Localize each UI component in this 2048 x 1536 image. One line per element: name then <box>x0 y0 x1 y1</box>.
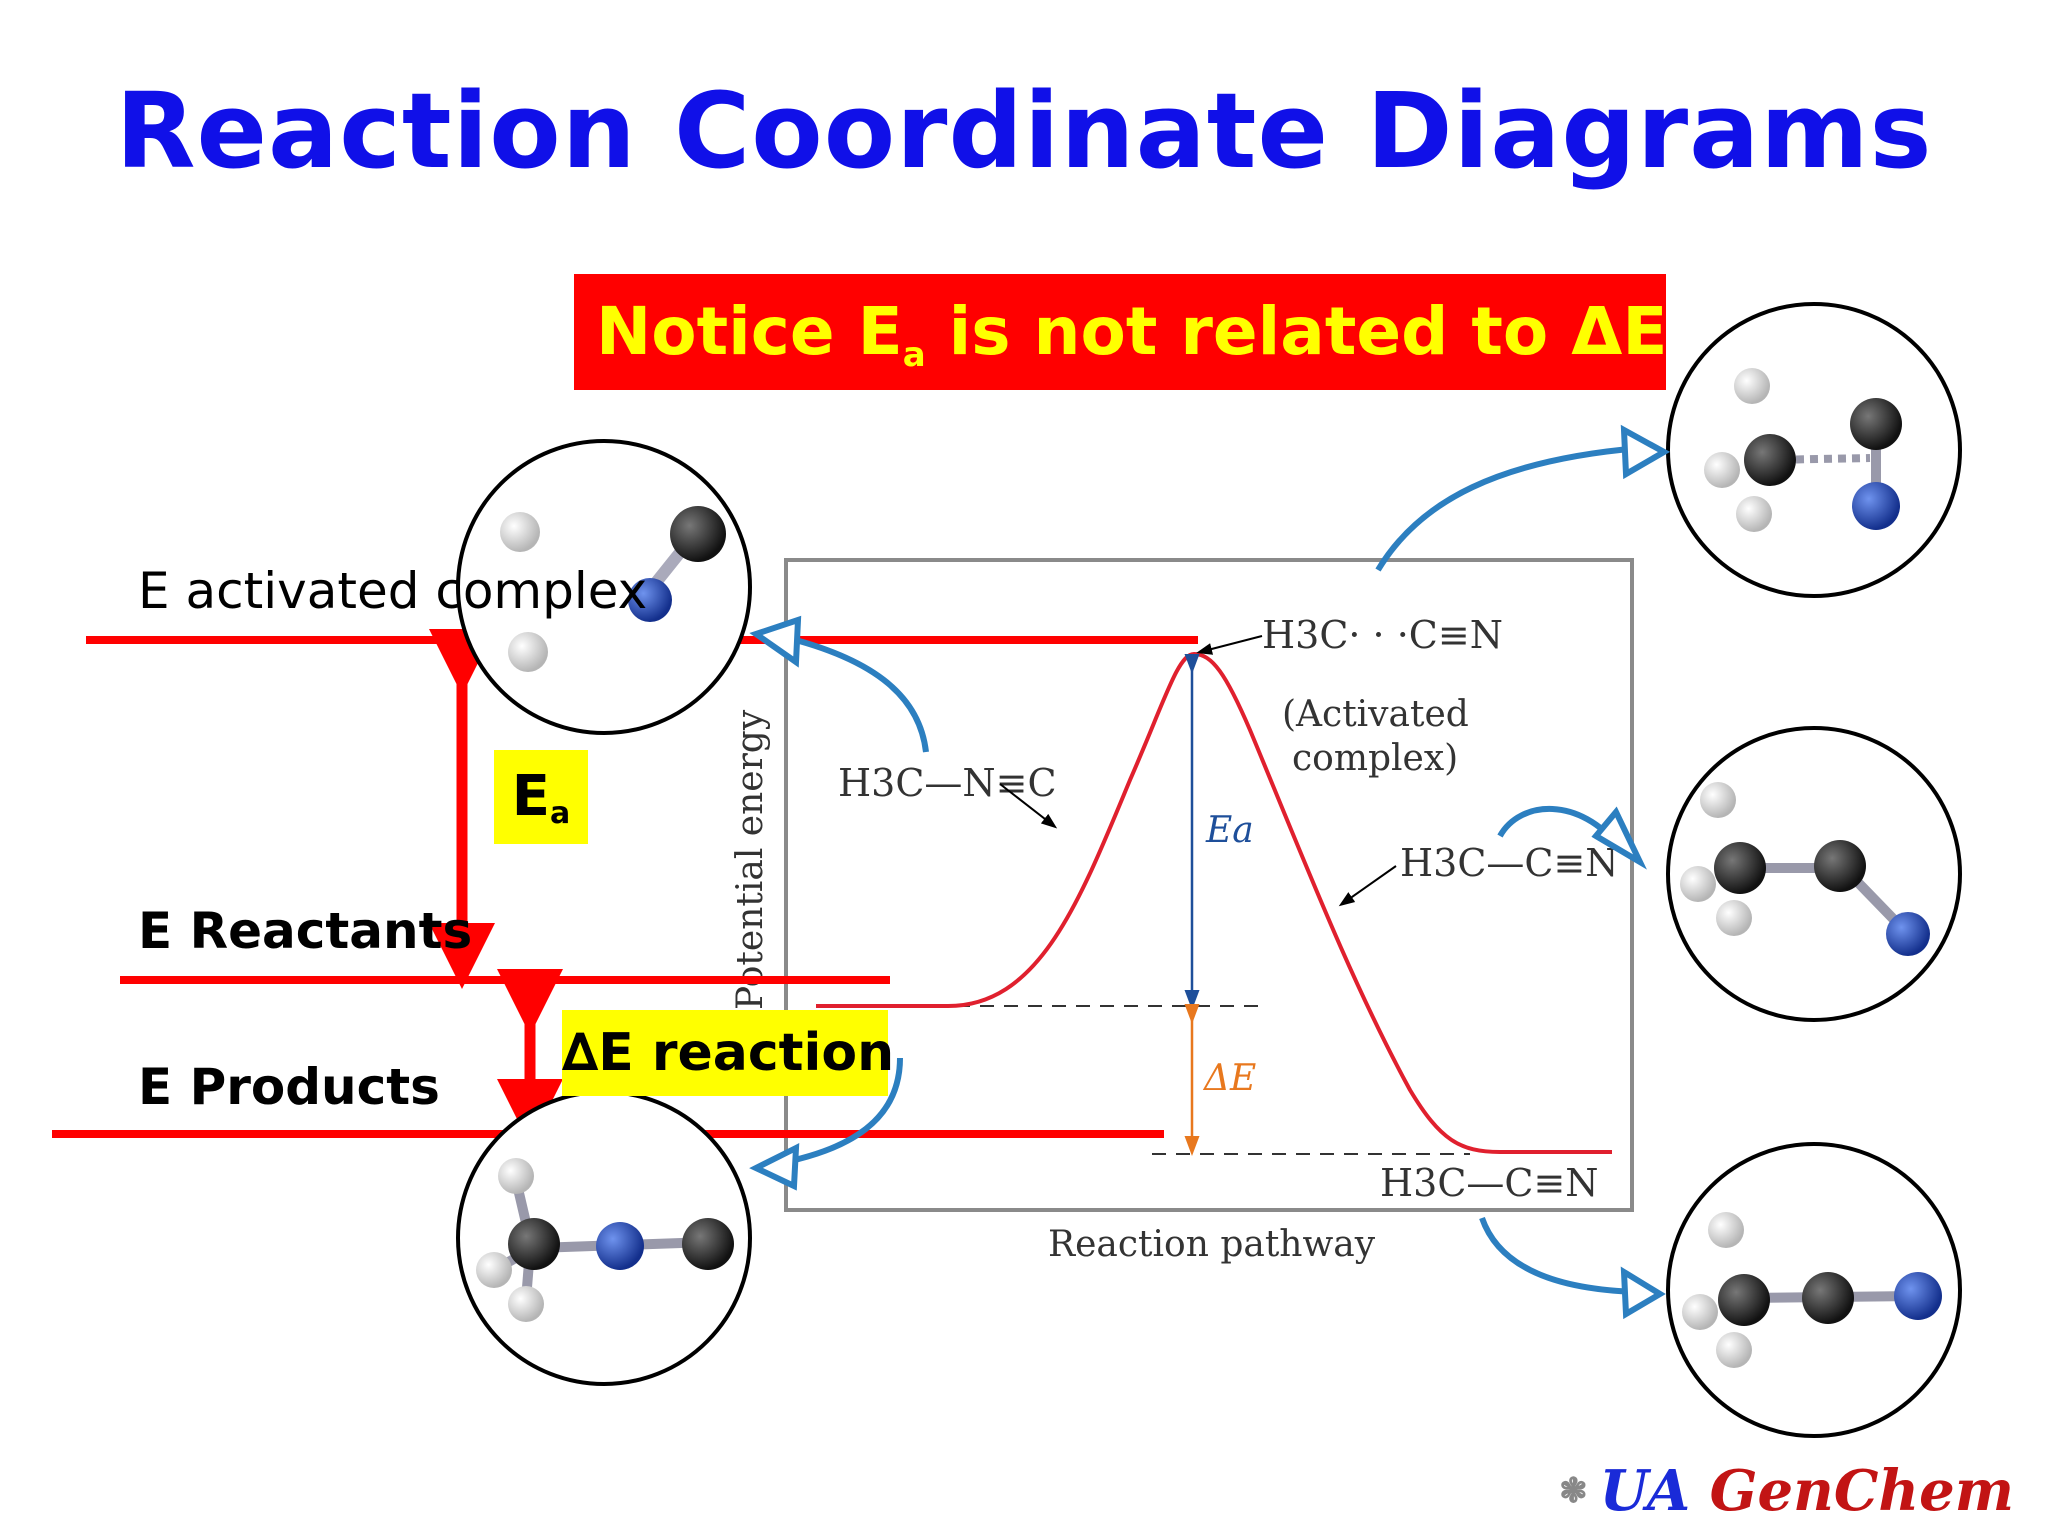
blue-arrow-activated <box>1375 424 1671 572</box>
notice-subscript: a <box>902 335 926 375</box>
molecule-activated-left <box>456 439 752 735</box>
delta-e-label: ΔE <box>1202 1058 1256 1099</box>
blue-arrow-product <box>1479 1217 1666 1320</box>
notice-prefix: Notice E <box>596 293 903 370</box>
molecule-intermediate-right <box>1666 726 1962 1022</box>
molecule-activated-right <box>1666 302 1962 598</box>
blue-arrow-reactant-bottom <box>749 1057 903 1191</box>
label-activated-complex: E activated complex <box>138 562 648 620</box>
figure-frame <box>784 558 1634 1212</box>
blue-arrow-intermediate <box>1497 805 1647 870</box>
intermediate-formula: H3C—C≡N <box>1400 841 1619 885</box>
ea-badge: Ea <box>494 750 588 844</box>
energy-curve <box>816 651 1612 1154</box>
reactant-formula: H3C—N≡C <box>838 761 1057 805</box>
label-reactants: E Reactants <box>138 902 473 960</box>
intermediate-pointer <box>1338 865 1397 907</box>
x-axis-label: Reaction pathway <box>1048 1224 1376 1265</box>
molecule-reactant-left <box>456 1090 752 1386</box>
molecule-product-right <box>1666 1142 1962 1438</box>
credit-ua: UA <box>1599 1458 1691 1524</box>
activated-label-1: (Activated <box>1282 694 1469 735</box>
product-formula: H3C—C≡N <box>1380 1161 1599 1205</box>
blue-arrow-reactant <box>749 615 929 753</box>
delta-e-badge: ∆E reaction <box>562 1010 894 1096</box>
ea-label: Ea <box>1205 810 1254 851</box>
atom-logo-icon: ❃ <box>1559 1471 1588 1511</box>
ea-badge-main: E <box>511 764 550 829</box>
reactant-pointer <box>999 783 1058 829</box>
y-axis-label: Potential energy <box>730 709 771 1010</box>
credit-genchem: GenChem <box>1709 1458 2014 1524</box>
credit: ❃ UA GenChem <box>1559 1458 2014 1524</box>
ea-badge-sub: a <box>550 796 571 831</box>
activated-label-2: complex) <box>1292 738 1458 779</box>
slide-title: Reaction Coordinate Diagrams <box>115 70 1933 192</box>
activated-pointer <box>1196 635 1263 655</box>
activated-formula: H3C· · ·C≡N <box>1262 613 1503 657</box>
label-products: E Products <box>138 1058 440 1116</box>
notice-banner: Notice Ea is not related to ΔE <box>574 274 1668 390</box>
notice-suffix: is not related to ΔE <box>925 293 1668 370</box>
